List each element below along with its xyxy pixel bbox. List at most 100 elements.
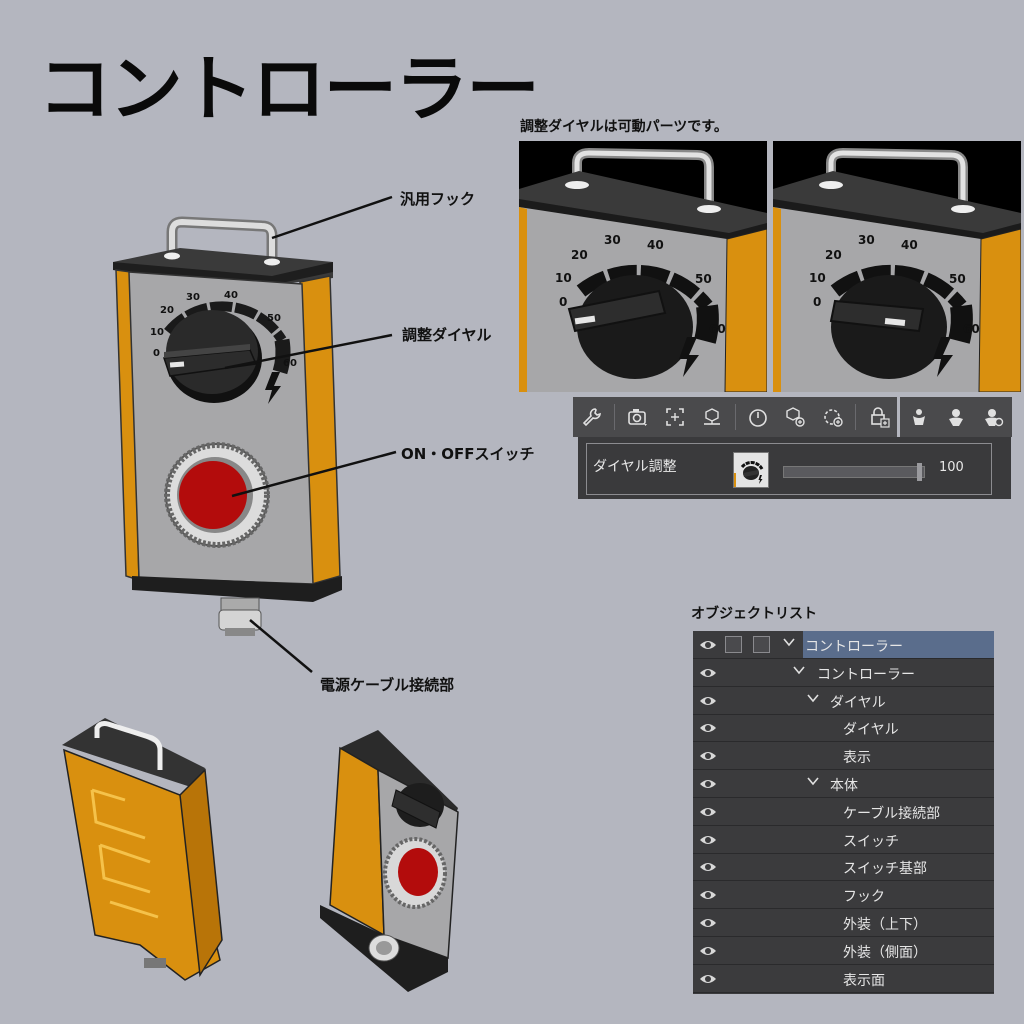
object-list-row[interactable]: 表示 [693, 742, 994, 771]
figure-icon[interactable] [902, 400, 935, 434]
object-list-row[interactable]: 外装（上下） [693, 909, 994, 937]
object-list-label: ダイヤル [830, 694, 886, 711]
object-toolbar [573, 397, 1012, 437]
preview-scale-label: 50 [695, 272, 712, 286]
param-value: 100 [939, 460, 964, 475]
lock-add-icon[interactable] [862, 400, 895, 434]
dial-adjust-row: ダイヤル調整 100 [586, 443, 992, 495]
eye-icon[interactable] [699, 887, 717, 901]
chevron-down-icon[interactable] [781, 634, 797, 650]
preview-scale-label: 20 [571, 248, 588, 262]
dial-scale-label: 30 [186, 292, 200, 303]
object-add-icon[interactable] [779, 400, 812, 434]
object-list-label: 本体 [830, 778, 858, 794]
eye-icon[interactable] [699, 859, 717, 873]
object-list-label: ダイヤル [843, 722, 899, 739]
object-list-label: 外装（上下） [843, 917, 927, 933]
object-list-label: スイッチ基部 [843, 861, 927, 878]
preview-scale-label: 20 [825, 248, 842, 262]
object-list-row[interactable]: 本体 [693, 770, 994, 798]
chevron-down-icon[interactable] [791, 662, 807, 678]
dial-thumbnail [733, 452, 769, 488]
eye-icon[interactable] [699, 637, 717, 651]
eye-icon[interactable] [699, 943, 717, 957]
eye-icon[interactable] [699, 720, 717, 734]
toolbar-group-divider [897, 397, 901, 437]
dial-scale-label: 10 [150, 327, 164, 338]
preview-dial-left: 0 10 20 30 40 50 60 [519, 141, 767, 392]
figure-settings-icon[interactable] [977, 400, 1010, 434]
object-list-row[interactable]: フック [693, 881, 994, 910]
object-list-row[interactable]: ダイヤル [693, 687, 994, 715]
preview-scale-label: 10 [809, 271, 826, 285]
object-list-label: ケーブル接続部 [843, 805, 941, 822]
preview-scale-label: 0 [813, 295, 821, 309]
callout-cable: 電源ケーブル接続部 [320, 676, 455, 694]
preview-scale-label: 40 [647, 238, 664, 252]
callout-dial: 調整ダイヤル [402, 326, 492, 344]
figure-alt-icon[interactable] [940, 400, 973, 434]
slider-handle[interactable] [917, 463, 922, 481]
toolbar-divider [734, 404, 736, 430]
object-list: コントローラーコントローラーダイヤルダイヤル表示本体ケーブル接続部スイッチスイッ… [693, 631, 994, 994]
preview-scale-label: 10 [555, 271, 572, 285]
preview-dial-right: 0 10 20 30 40 50 60 [773, 141, 1021, 392]
object-list-row[interactable]: ケーブル接続部 [693, 798, 994, 826]
preview-scale-label: 30 [604, 233, 621, 247]
preview-scale-label: 60 [963, 322, 980, 336]
object-list-row[interactable]: スイッチ基部 [693, 853, 994, 882]
preview-scale-label: 60 [709, 322, 726, 336]
eye-icon[interactable] [699, 832, 717, 846]
object-list-row[interactable]: ダイヤル [693, 714, 994, 743]
eye-icon[interactable] [699, 748, 717, 762]
clock-icon[interactable] [742, 400, 775, 434]
eye-icon[interactable] [699, 915, 717, 929]
camera-icon[interactable] [621, 400, 654, 434]
object-list-label: フック [843, 889, 885, 906]
toolbar-divider [614, 404, 616, 430]
dial-scale-label: 20 [160, 305, 174, 316]
callout-switch: ON・OFFスイッチ [401, 445, 535, 463]
chevron-down-icon[interactable] [805, 773, 821, 789]
lock-checkbox[interactable] [725, 636, 742, 653]
preview-left-svg: 0 10 20 30 40 50 60 [519, 147, 767, 392]
eye-icon[interactable] [699, 693, 717, 707]
eye-icon[interactable] [699, 804, 717, 818]
eye-icon[interactable] [699, 776, 717, 790]
dial-scale-label: 40 [224, 290, 238, 301]
object-list-title: オブジェクトリスト [691, 606, 817, 622]
selection-highlight [803, 631, 994, 658]
rotate-icon[interactable] [816, 400, 849, 434]
object-list-row[interactable]: 表示面 [693, 965, 994, 993]
preview-scale-label: 50 [949, 272, 966, 286]
eye-icon[interactable] [699, 665, 717, 679]
preview-scale-label: 40 [901, 238, 918, 252]
param-label: ダイヤル調整 [593, 459, 677, 475]
object-list-label: コントローラー [817, 666, 915, 683]
object-list-label: スイッチ [843, 833, 899, 850]
chevron-down-icon[interactable] [805, 690, 821, 706]
object-list-label: 表示面 [843, 972, 885, 989]
object-list-row[interactable]: スイッチ [693, 826, 994, 854]
parameter-panel: ダイヤル調整 100 [578, 437, 1011, 499]
eye-icon[interactable] [699, 971, 717, 985]
object-list-row[interactable]: コントローラー [693, 631, 994, 659]
dial-scale-label: 50 [267, 313, 281, 324]
select-checkbox[interactable] [753, 636, 770, 653]
dial-scale-label: 60 [283, 358, 297, 369]
toolbar-divider [855, 404, 857, 430]
object-list-label: 表示 [843, 750, 871, 767]
dial-scale-label: 0 [153, 348, 160, 359]
object-list-label: コントローラー [805, 639, 903, 655]
preview-right-svg: 0 10 20 30 40 50 60 [773, 147, 1021, 392]
object-list-row[interactable]: コントローラー [693, 659, 994, 687]
wrench-icon[interactable] [575, 400, 608, 434]
ground-icon[interactable] [696, 400, 729, 434]
object-list-row[interactable]: 外装（側面） [693, 937, 994, 965]
dial-adjust-slider[interactable] [783, 463, 925, 481]
preview-scale-label: 30 [858, 233, 875, 247]
object-list-label: 外装（側面） [843, 944, 927, 961]
callout-hook: 汎用フック [400, 190, 476, 208]
crosshair-icon[interactable] [658, 400, 691, 434]
